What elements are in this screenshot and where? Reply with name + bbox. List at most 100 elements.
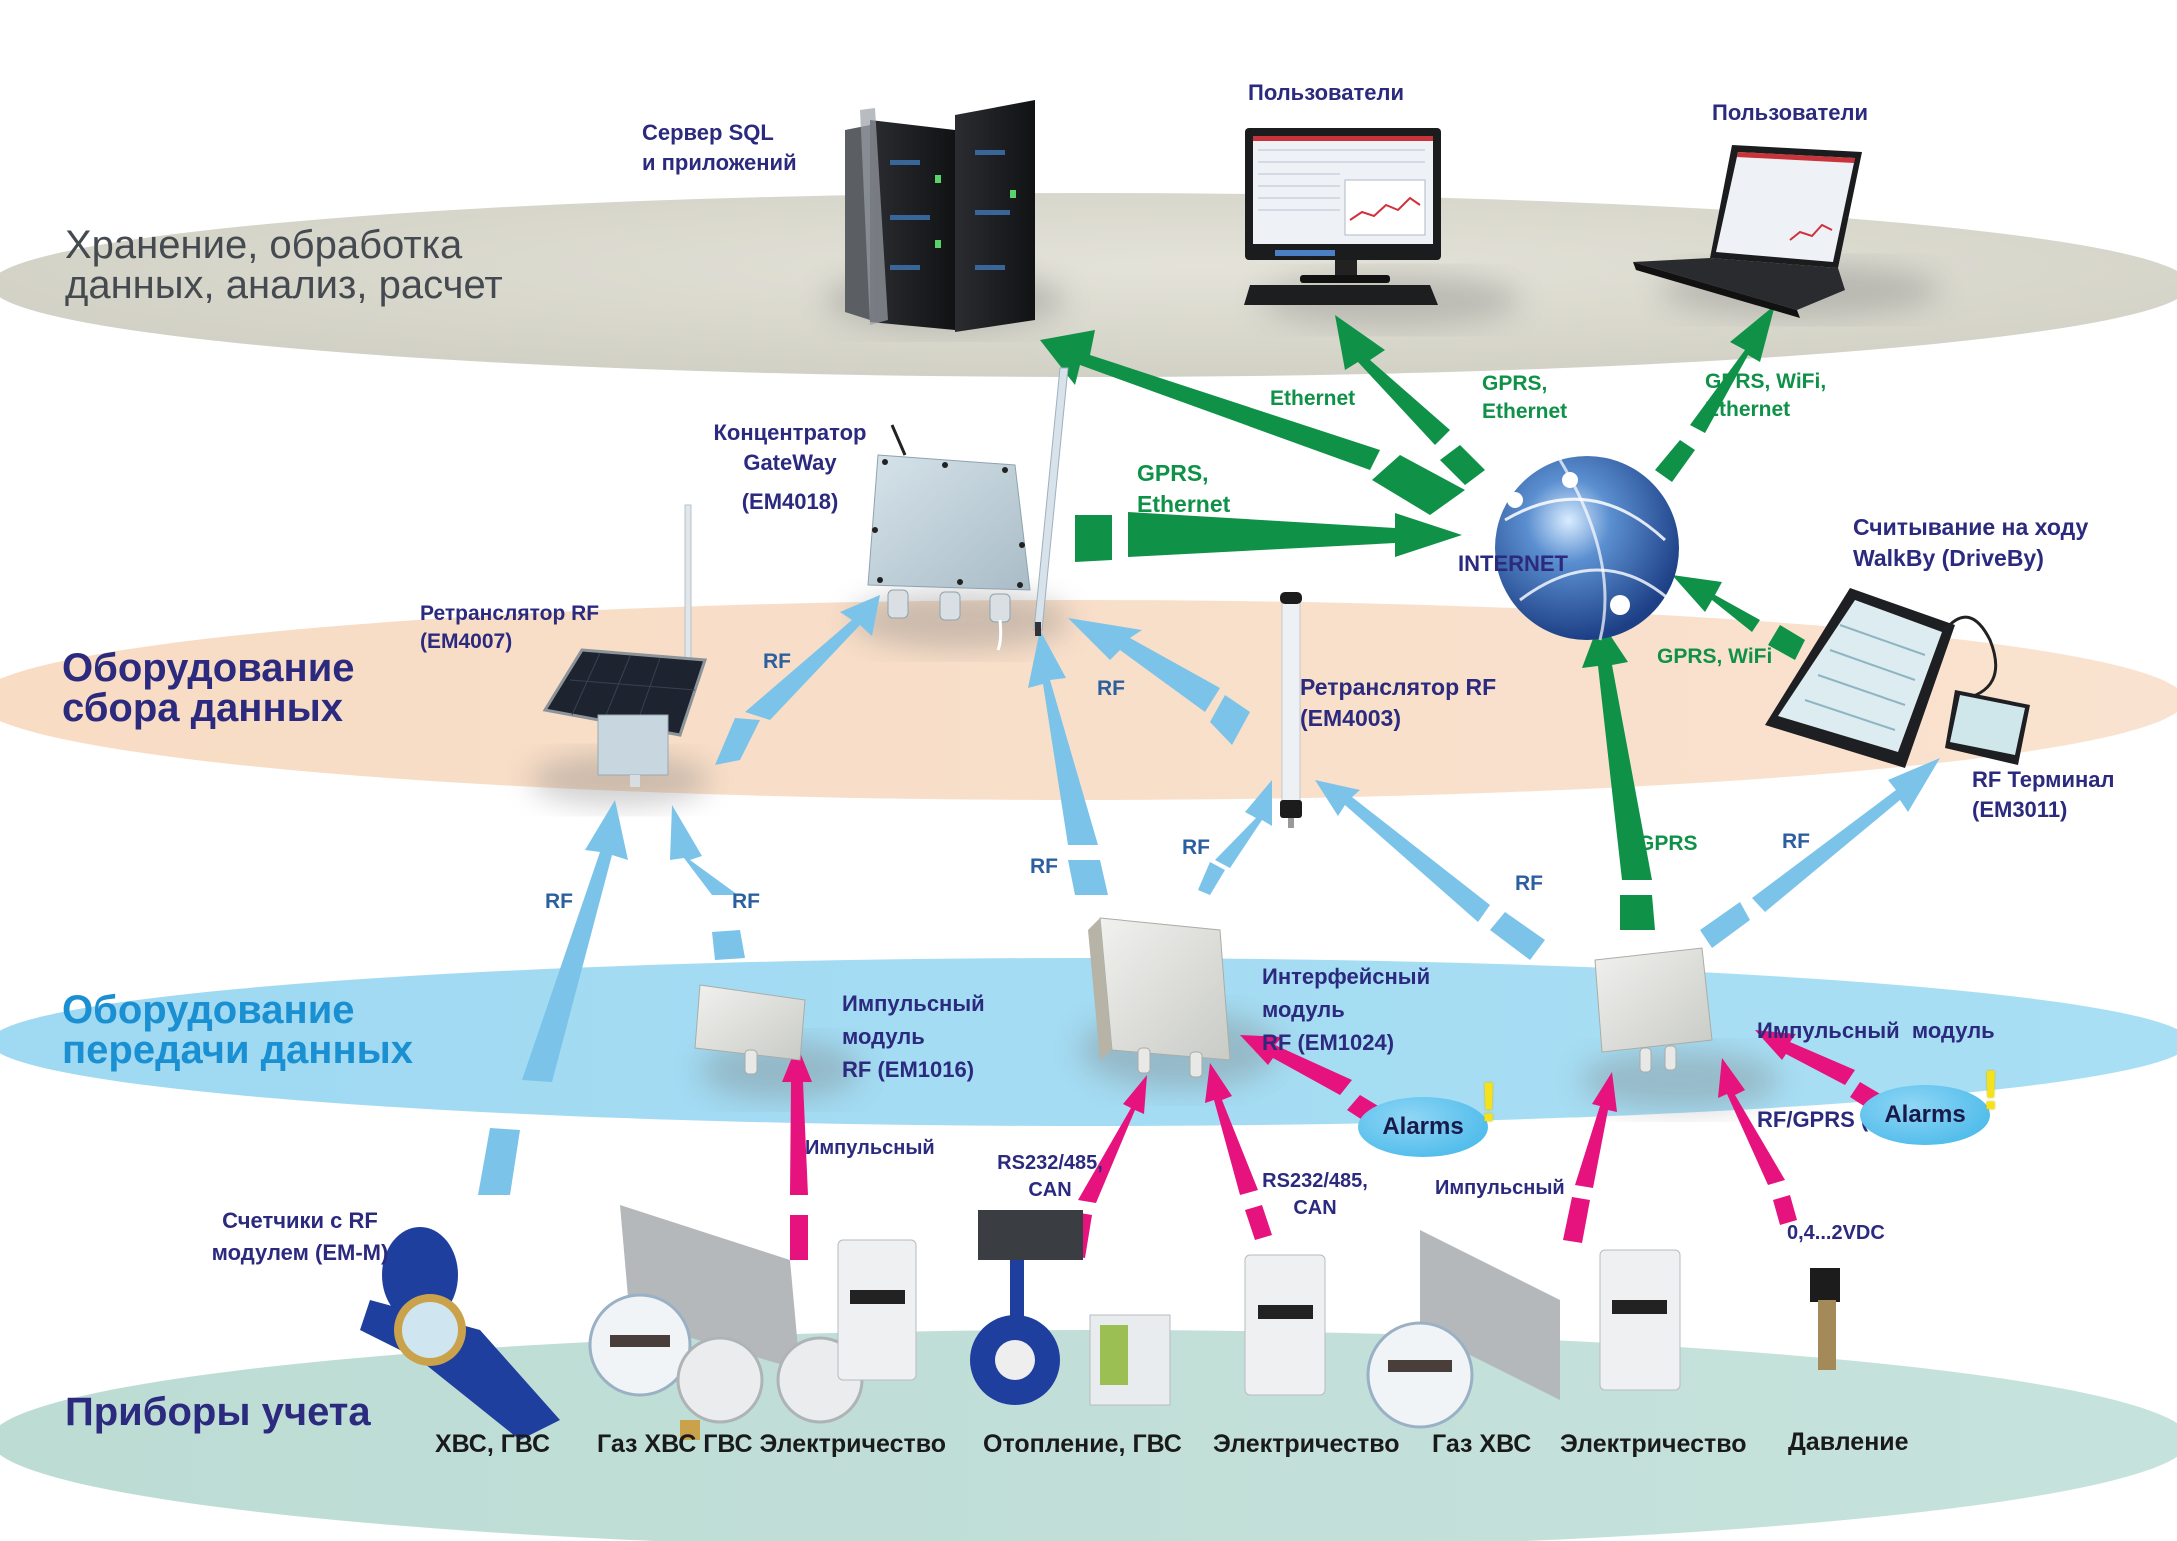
link-label-pulse: Импульсный bbox=[805, 1137, 935, 1159]
link-label-rf: RF bbox=[732, 890, 760, 913]
label-line: Сервер SQL bbox=[642, 120, 774, 145]
label-line: GPRS, bbox=[1137, 460, 1209, 486]
link-walkby-internet bbox=[1768, 625, 1805, 660]
layer-title-line: сбора данных bbox=[62, 686, 344, 730]
layer-title-storage: Хранение, обработка данных, анализ, расч… bbox=[65, 225, 503, 305]
gas-meter-icon bbox=[1366, 1230, 1560, 1429]
link-label-pulse: Импульсный bbox=[1435, 1177, 1565, 1199]
pulse-module-1016-icon bbox=[694, 984, 806, 1075]
label-line: WalkBy (DriveBy) bbox=[1853, 545, 2044, 572]
label-pulse-gprs-module-2043: Импульсный модуль RF/GPRS (EM2043) bbox=[1757, 957, 1995, 1195]
link-2043-terminal bbox=[1700, 902, 1750, 948]
link-1016-4007 bbox=[712, 930, 745, 960]
electricity-meter-icon bbox=[837, 1239, 917, 1381]
alarms-label: Alarms bbox=[1884, 1101, 1966, 1128]
link-gateway-internet bbox=[1075, 515, 1112, 562]
meter-caption: Отопление, ГВС bbox=[983, 1430, 1182, 1458]
layer-title-line: передачи данных bbox=[62, 1028, 414, 1072]
link-label-rs232-can: RS232/485, CAN bbox=[985, 1150, 1115, 1204]
link-label-analog: 0,4...2VDC bbox=[1787, 1222, 1885, 1244]
alarm-exclamation-icon: ! bbox=[1479, 1070, 1498, 1133]
electricity-meter-icon bbox=[1244, 1254, 1326, 1396]
link-meter-2043-b bbox=[1773, 1195, 1797, 1225]
heat-meter-icon bbox=[970, 1210, 1171, 1406]
link-label-rf: RF bbox=[1182, 836, 1210, 859]
alarms-badge-2043: Alarms ! bbox=[1860, 1058, 2000, 1145]
label-line: RS232/485, bbox=[997, 1152, 1103, 1174]
alarm-exclamation-icon: ! bbox=[1981, 1058, 2000, 1121]
link-meter-1016 bbox=[790, 1215, 808, 1260]
meter-caption: Давление bbox=[1788, 1428, 1909, 1456]
link-label-rs232-can: RS232/485, CAN bbox=[1250, 1168, 1380, 1222]
label-pulse-module-1016: Импульсный модуль RF (EM1016) bbox=[842, 987, 985, 1086]
rf-terminal-icon bbox=[1945, 690, 2030, 765]
label-line: Счетчики с RF bbox=[222, 1208, 378, 1233]
rf-links bbox=[478, 595, 1940, 1195]
label-line: (EM4018) bbox=[741, 489, 839, 515]
tube-repeater-icon bbox=[1280, 592, 1302, 828]
link-emm-4007 bbox=[478, 1128, 520, 1195]
green-links bbox=[1040, 305, 1805, 930]
link-2043-4003 bbox=[1490, 912, 1545, 960]
label-line: (EM3011) bbox=[1972, 796, 2068, 822]
layer-title-collection: Оборудование сбора данных bbox=[62, 648, 355, 728]
label-rf-meters: Счетчики с RF модулем (EM-M) bbox=[190, 1205, 410, 1269]
link-label-rf: RF bbox=[763, 650, 791, 673]
link-label-rf: RF bbox=[1030, 855, 1058, 878]
label-line: RF (EM1016) bbox=[842, 1057, 975, 1082]
link-label-ethernet-server: Ethernet bbox=[1270, 387, 1356, 410]
label-line: RF (EM1024) bbox=[1262, 1030, 1395, 1055]
meter-caption: Электричество bbox=[1560, 1430, 1747, 1458]
label-line: модуль bbox=[842, 1024, 925, 1049]
label-line: (EM4007) bbox=[420, 630, 513, 654]
label-line: GPRS, bbox=[1482, 372, 1548, 395]
link-4007-gateway bbox=[715, 718, 760, 765]
label-line: (EM4003) bbox=[1300, 705, 1401, 732]
layer-title-metering: Приборы учета bbox=[65, 1392, 371, 1432]
gas-meter-icon bbox=[588, 1205, 800, 1397]
interface-module-1024-icon bbox=[1088, 917, 1231, 1078]
label-users-desktop: Пользователи bbox=[1248, 80, 1405, 105]
alarms-badge-1024: Alarms ! bbox=[1358, 1070, 1498, 1157]
link-label-gprs-wifi-ethernet-laptop: GPRS, WiFi, Ethernet bbox=[1705, 368, 1826, 425]
label-line: GateWay bbox=[743, 449, 837, 475]
label-line: CAN bbox=[1293, 1197, 1337, 1219]
label-line: RS232/485, bbox=[1262, 1170, 1368, 1192]
label-repeater-4007: Ретранслятор RF (EM4007) bbox=[420, 600, 599, 657]
label-line: Интерфейсный bbox=[1262, 964, 1431, 989]
link-label-gprs-wifi-walkby: GPRS, WiFi bbox=[1657, 645, 1773, 668]
label-line: Импульсный bbox=[842, 991, 985, 1016]
meter-caption: Электричество bbox=[1213, 1430, 1400, 1458]
gateway-concentrator-icon bbox=[867, 367, 1069, 651]
laptop-computer-icon bbox=[1633, 145, 1862, 318]
link-label-gprs-ethernet-desktop: GPRS, Ethernet bbox=[1482, 370, 1567, 427]
wired-links bbox=[782, 1030, 1882, 1260]
label-line: модуль bbox=[1262, 997, 1345, 1022]
server-rack-icon bbox=[845, 100, 1035, 332]
pressure-sensor-icon bbox=[1810, 1268, 1840, 1370]
link-internet-desktop bbox=[1440, 445, 1485, 485]
link-4003-gateway bbox=[1210, 695, 1250, 745]
link-label-rf: RF bbox=[1097, 677, 1125, 700]
desktop-computer-icon bbox=[1244, 128, 1441, 305]
label-line: Концентратор bbox=[713, 420, 867, 445]
layer-title-line: Хранение, обработка bbox=[65, 223, 463, 267]
band-storage bbox=[0, 193, 2177, 377]
label-line: и приложений bbox=[642, 149, 797, 175]
label-repeater-4003: Ретранслятор RF (EM4003) bbox=[1300, 672, 1496, 734]
internet-globe-icon bbox=[1495, 456, 1679, 641]
label-line: Импульсный модуль bbox=[1757, 1018, 1995, 1044]
layer-title-transmission: Оборудование передачи данных bbox=[62, 990, 413, 1070]
label-line: Ethernet bbox=[1137, 491, 1231, 518]
alarms-label: Alarms bbox=[1382, 1113, 1464, 1140]
label-line: Ретранслятор RF bbox=[1300, 674, 1497, 700]
layer-title-line: данных, анализ, расчет bbox=[65, 263, 503, 307]
water-meter-cold-icon bbox=[676, 1336, 764, 1440]
label-rf-terminal: RF Терминал (EM3011) bbox=[1972, 765, 2114, 824]
label-line: GPRS, WiFi, bbox=[1705, 370, 1827, 393]
label-users-laptop: Пользователи bbox=[1712, 100, 1869, 125]
water-meter-rf-icon bbox=[360, 1227, 560, 1440]
link-label-rf: RF bbox=[545, 890, 573, 913]
label-line: Ретранслятор RF bbox=[420, 602, 600, 625]
